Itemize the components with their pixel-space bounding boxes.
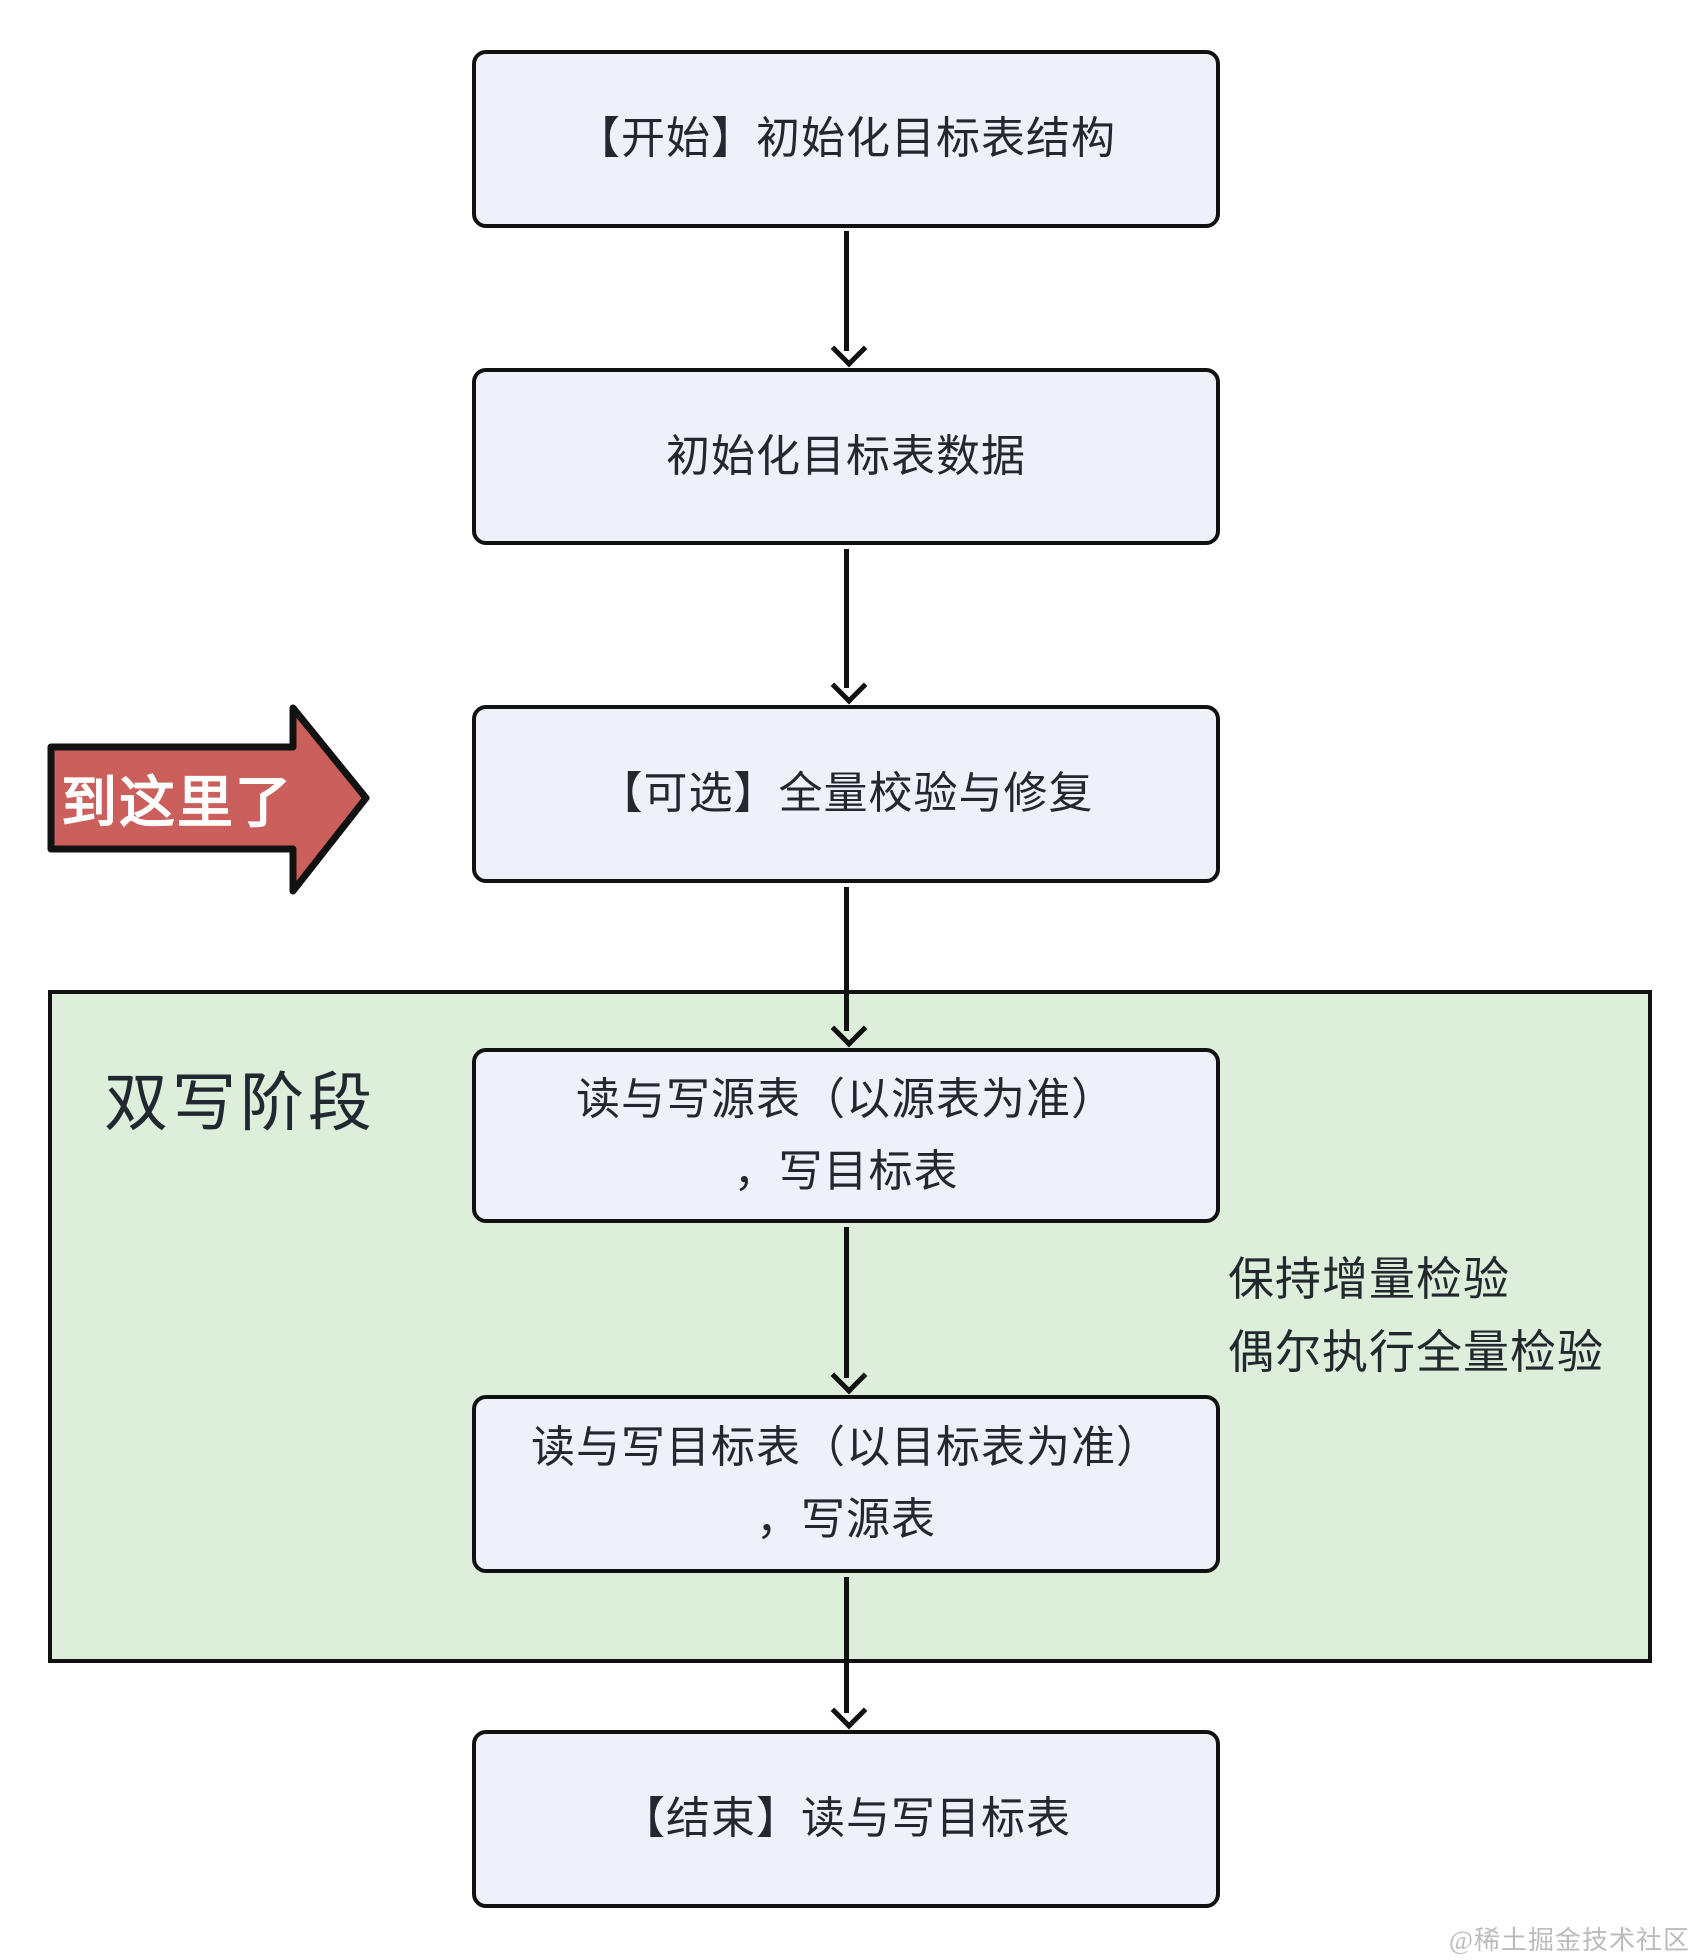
arrow-down-icon xyxy=(830,667,868,705)
node-label: 【结束】读与写目标表 xyxy=(621,1794,1071,1843)
phase-note-line-1: 保持增量检验 xyxy=(1228,1253,1510,1305)
right-arrow-icon xyxy=(47,704,370,895)
arrow-line xyxy=(844,549,849,688)
arrow-line xyxy=(844,887,849,1031)
arrow-write-target-to-end xyxy=(830,1577,868,1730)
arrow-down-icon xyxy=(830,330,868,368)
node-end: 【结束】读与写目标表 xyxy=(472,1730,1220,1908)
node-label: 初始化目标表数据 xyxy=(666,431,1026,481)
phase-side-note: 保持增量检验 偶尔执行全量检验 xyxy=(1228,1243,1604,1389)
arrow-down-icon xyxy=(830,1357,868,1395)
node-start: 【开始】初始化目标表结构 xyxy=(472,50,1220,228)
arrow-check-to-write-source xyxy=(830,887,868,1048)
node-dual-write-source: 读与写源表（以源表为准） ，写目标表 xyxy=(472,1048,1220,1223)
node-label-line-2: ，写目标表 xyxy=(733,1146,959,1196)
arrow-down-icon xyxy=(830,1692,868,1730)
arrow-start-to-init xyxy=(830,231,868,368)
arrow-write-source-to-write-target xyxy=(830,1227,868,1395)
node-label-line-2: ，写源表 xyxy=(756,1495,936,1544)
arrow-init-to-check xyxy=(830,549,868,705)
node-init-data: 初始化目标表数据 xyxy=(472,368,1220,545)
node-label: 【可选】全量校验与修复 xyxy=(598,769,1094,818)
arrow-line xyxy=(844,1577,849,1713)
here-pointer-label: 到这里了 xyxy=(61,770,293,834)
node-full-check: 【可选】全量校验与修复 xyxy=(472,705,1220,883)
node-label-line-1: 读与写源表（以源表为准） xyxy=(576,1074,1116,1124)
phase-note-line-2: 偶尔执行全量检验 xyxy=(1228,1326,1604,1378)
phase-label: 双写阶段 xyxy=(104,1067,376,1139)
arrow-line xyxy=(844,1227,849,1378)
node-label: 【开始】初始化目标表结构 xyxy=(576,114,1116,163)
arrow-line xyxy=(844,231,849,351)
node-label-line-1: 读与写目标表（以目标表为准） xyxy=(531,1423,1161,1472)
node-dual-write-target: 读与写目标表（以目标表为准） ，写源表 xyxy=(472,1395,1220,1573)
watermark: @稀土掘金技术社区 xyxy=(1449,1926,1690,1955)
arrow-down-icon xyxy=(830,1010,868,1048)
here-pointer: 到这里了 xyxy=(45,700,375,900)
